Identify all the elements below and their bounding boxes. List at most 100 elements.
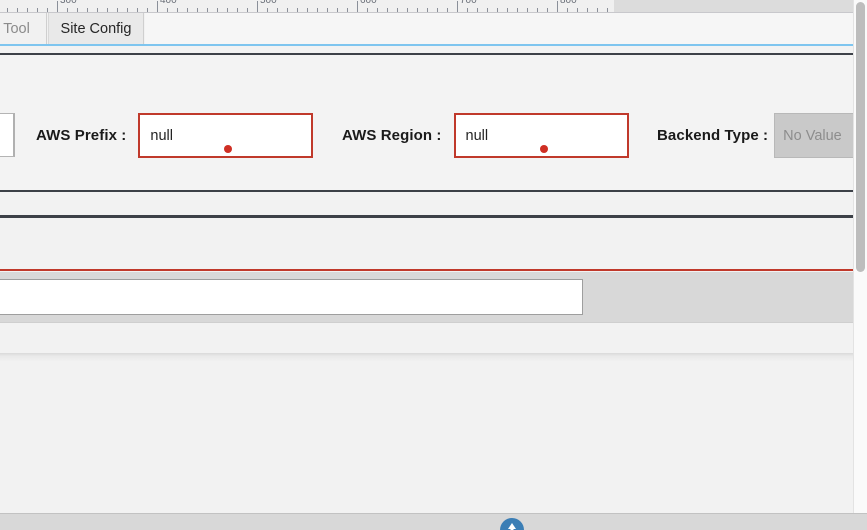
ruler-tick-minor — [267, 8, 268, 12]
ruler-tick-minor — [197, 8, 198, 12]
lower-area — [0, 323, 853, 353]
field-aws-prefix-label: AWS Prefix : — [36, 127, 127, 144]
ruler-tick-major — [157, 1, 158, 12]
ruler-tick-minor — [97, 8, 98, 12]
ruler-tick-minor — [437, 8, 438, 12]
ruler-tick-minor — [307, 8, 308, 12]
field-backend-type-placeholder: No Value — [783, 127, 842, 144]
ruler-label: 600 — [360, 0, 377, 6]
ruler-tick-minor — [37, 8, 38, 12]
status-bar — [0, 513, 867, 530]
ruler-tick-minor — [327, 8, 328, 12]
ruler-tick-minor — [417, 8, 418, 12]
ruler-tick-major — [557, 1, 558, 12]
ruler-tick-minor — [297, 8, 298, 12]
ruler-tick-minor — [247, 8, 248, 12]
ruler-tick-minor — [107, 8, 108, 12]
ruler-tick-minor — [167, 8, 168, 12]
tab-y-tool-label: y Tool — [0, 21, 30, 37]
ruler-tick-minor — [407, 8, 408, 12]
ruler-tick-minor — [67, 8, 68, 12]
ruler-tick-minor — [387, 8, 388, 12]
ruler-tick-minor — [317, 8, 318, 12]
ruler-tick-minor — [587, 8, 588, 12]
ruler-tick-minor — [547, 8, 548, 12]
ruler-tick-minor — [7, 8, 8, 12]
ruler-tick-minor — [377, 8, 378, 12]
ruler-tick-minor — [567, 8, 568, 12]
ruler-tick-minor — [187, 8, 188, 12]
tab-bar-underline — [0, 44, 853, 46]
ruler-tick-minor — [17, 8, 18, 12]
ruler-tick-minor — [367, 8, 368, 12]
ruler-tick-minor — [177, 8, 178, 12]
field-backend-type: Backend Type : No Value — [657, 113, 867, 158]
ruler-right-padding — [614, 0, 867, 13]
separator-rule-middle-upper — [0, 190, 853, 192]
middle-region — [0, 218, 853, 269]
ruler-tick-minor — [347, 8, 348, 12]
ruler-tick-minor — [207, 8, 208, 12]
ruler-tick-major — [257, 1, 258, 12]
field-aws-region-input[interactable]: null — [453, 113, 629, 158]
field-aws-prefix-value: null — [150, 127, 173, 144]
ruler-tick-minor — [287, 8, 288, 12]
ruler-tick-major — [357, 1, 358, 12]
ruler-tick-minor — [517, 8, 518, 12]
ruler-tick-minor — [537, 8, 538, 12]
ruler-tick-minor — [497, 8, 498, 12]
ruler-tick-minor — [117, 8, 118, 12]
ruler-tick-minor — [77, 8, 78, 12]
content-drop-shadow — [0, 353, 853, 361]
ruler-label: 300 — [60, 0, 77, 6]
separator-rule-top — [0, 53, 853, 55]
panel-bottom-edge — [0, 322, 853, 323]
ruler-tick-minor — [487, 8, 488, 12]
vertical-scrollbar-thumb[interactable] — [856, 2, 865, 272]
ruler-label: 700 — [460, 0, 477, 6]
ruler-tick-minor — [427, 8, 428, 12]
ruler-tick-minor — [507, 8, 508, 12]
ruler-tick-minor — [217, 8, 218, 12]
config-form-area: AWS Prefix : null AWS Region : null Back… — [0, 55, 867, 190]
field-aws-region: AWS Region : null — [342, 113, 629, 158]
tab-site-config[interactable]: Site Config — [48, 13, 144, 45]
ruler-tick-minor — [147, 8, 148, 12]
ruler-label: 800 — [560, 0, 577, 6]
ruler-tick-minor — [467, 8, 468, 12]
ruler-tick-minor — [477, 8, 478, 12]
field-aws-region-value: null — [465, 127, 489, 144]
ruler-tick-minor — [577, 8, 578, 12]
error-rule — [0, 269, 853, 271]
ruler-tick-minor — [607, 8, 608, 12]
ruler-tick-minor — [397, 8, 398, 12]
content-blank-area — [0, 361, 853, 513]
middle-band — [0, 192, 853, 215]
field-aws-region-label: AWS Region : — [342, 127, 442, 144]
error-dot-icon — [539, 145, 548, 153]
field-backend-type-select[interactable]: No Value — [774, 113, 867, 158]
ruler-tick-minor — [87, 8, 88, 12]
ruler-tick-minor — [227, 8, 228, 12]
tab-bar: y Tool Site Config — [0, 13, 853, 45]
ruler-label: 500 — [260, 0, 277, 6]
info-circle-icon[interactable] — [500, 518, 524, 530]
tab-site-config-label: Site Config — [60, 21, 132, 37]
ruler-tick-minor — [597, 8, 598, 12]
ruler-tick-minor — [447, 8, 448, 12]
separator-rule-middle-lower — [0, 215, 853, 218]
ruler-tick-minor — [127, 8, 128, 12]
field-backend-type-label: Backend Type : — [657, 127, 769, 144]
ruler-tick-major — [457, 1, 458, 12]
panel-text-input[interactable] — [0, 279, 583, 315]
field-aws-prefix-input[interactable]: null — [138, 113, 314, 158]
ruler-label: 400 — [160, 0, 177, 6]
tab-y-tool[interactable]: y Tool — [0, 13, 47, 45]
ruler-tick-major — [57, 1, 58, 12]
tab-bar-filler — [145, 13, 853, 45]
partial-input-left[interactable] — [0, 113, 15, 157]
ruler-tick-minor — [527, 8, 528, 12]
ruler-tick-minor — [47, 8, 48, 12]
ruler-tick-minor — [137, 8, 138, 12]
